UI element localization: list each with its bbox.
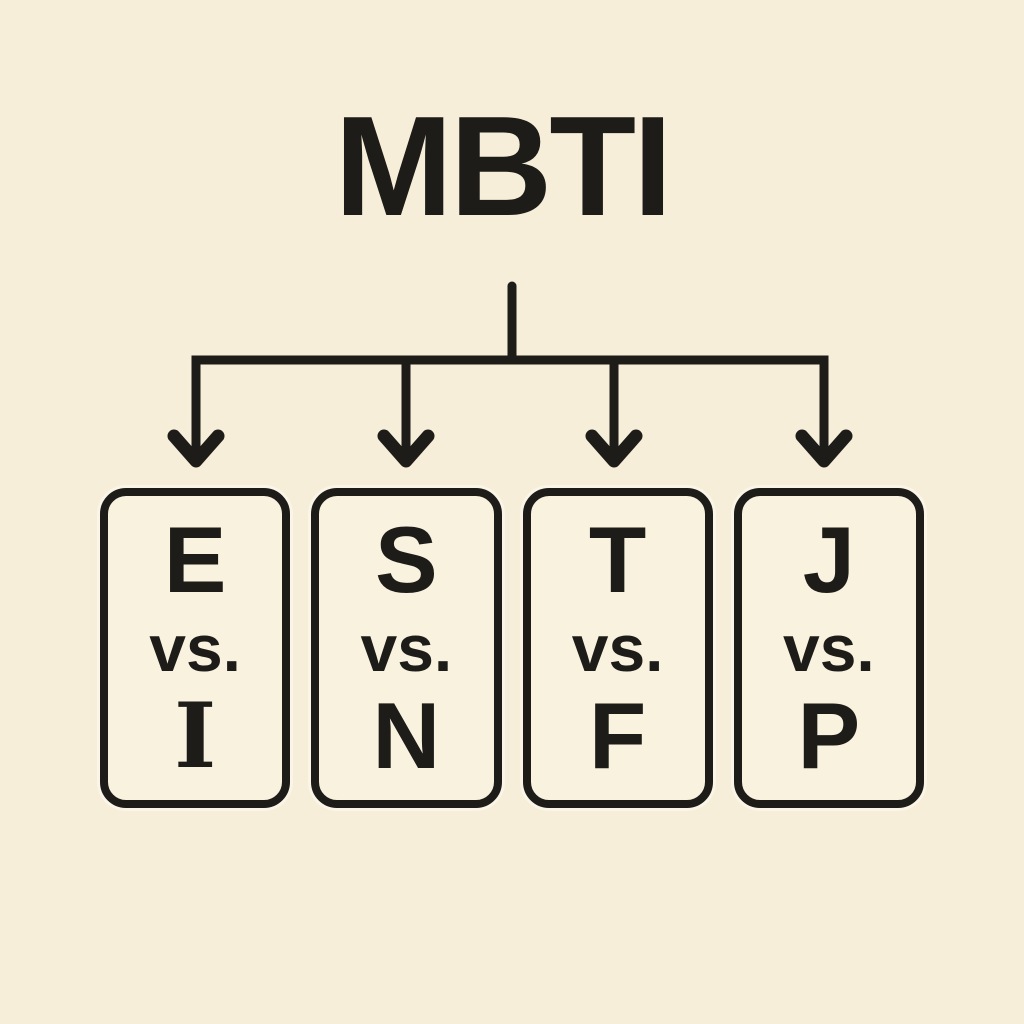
arrow-down-icon — [795, 429, 853, 468]
letter-p: P — [797, 683, 861, 788]
dichotomy-card-t-f: T vs. F — [522, 488, 713, 808]
separator-vs: vs. — [149, 611, 241, 685]
dichotomy-card-s-n: S vs. N — [311, 488, 502, 808]
letter-n: N — [372, 683, 441, 788]
separator-vs: vs. — [360, 611, 453, 685]
letter-s: S — [375, 507, 438, 612]
arrow-down-icon — [585, 429, 643, 468]
letter-e: E — [163, 507, 227, 612]
arrow-down-icon — [377, 429, 435, 468]
letter-i: I — [174, 683, 217, 789]
letter-f: F — [588, 683, 647, 788]
letter-t: T — [588, 507, 647, 612]
dichotomy-card-j-p: J vs. P — [733, 488, 924, 808]
branch-bar — [191, 355, 829, 457]
separator-vs: vs. — [783, 611, 875, 685]
dichotomy-cards: E vs. I S vs. N T vs. F J vs. P — [100, 488, 924, 808]
separator-vs: vs. — [571, 611, 664, 685]
letter-j: J — [802, 507, 856, 612]
arrow-down-icon — [167, 429, 225, 468]
page-title: MBTI — [334, 87, 672, 246]
dichotomy-card-e-i: E vs. I — [100, 488, 291, 808]
